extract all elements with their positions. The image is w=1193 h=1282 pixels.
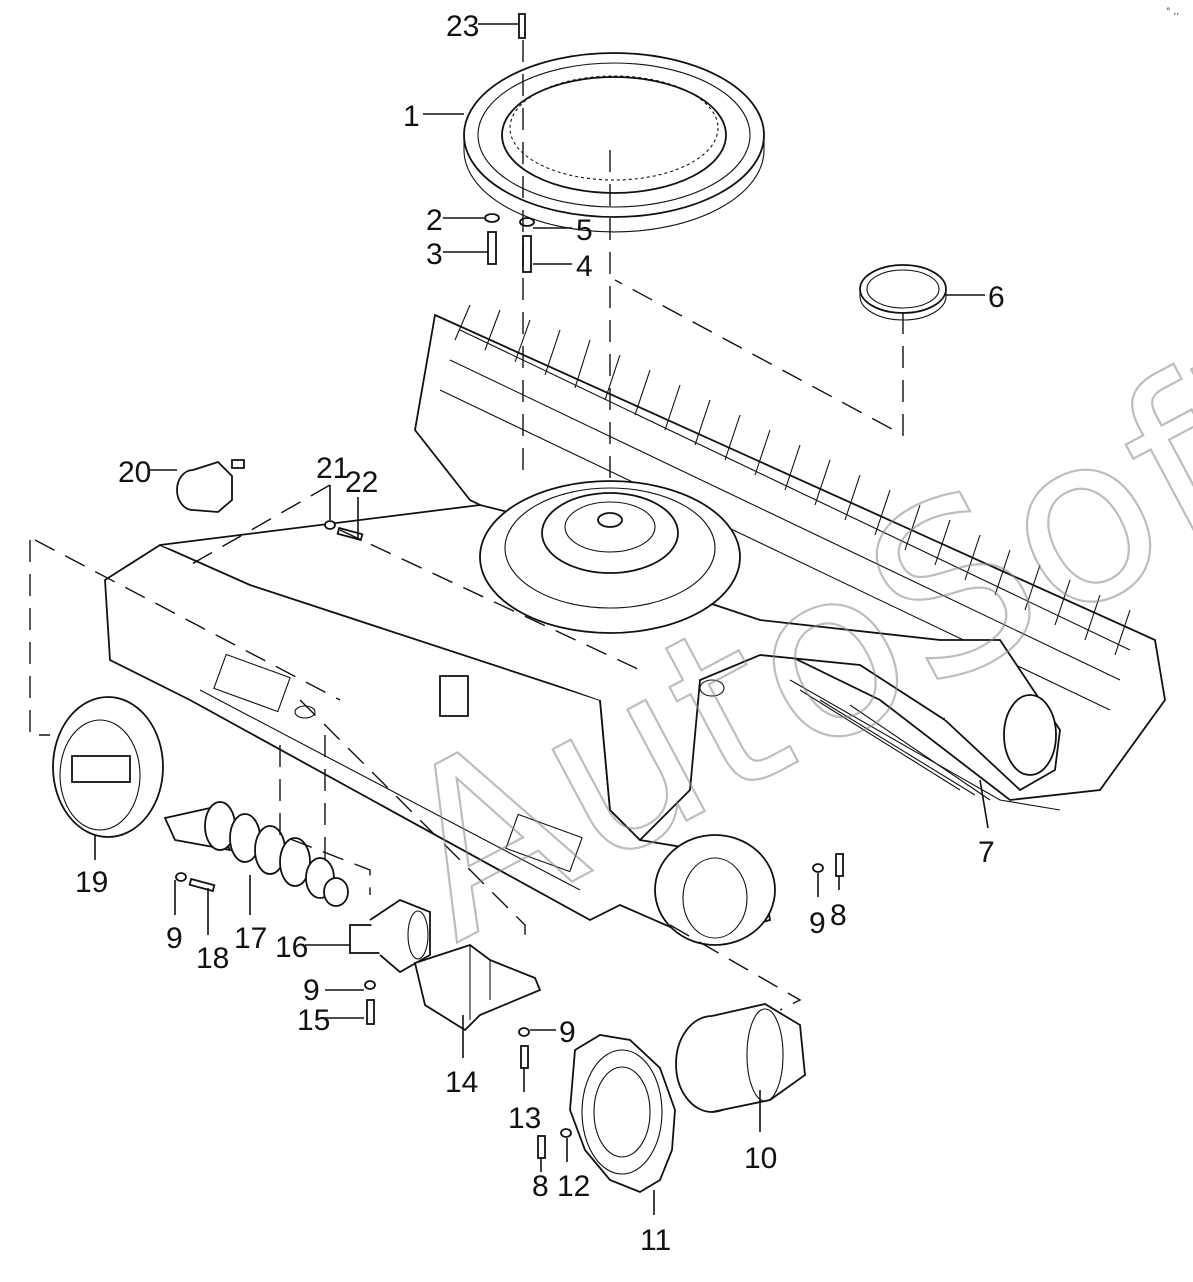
callout-18: 18 [196,942,229,975]
callout-5: 5 [576,214,593,247]
assembly-lines [29,40,904,1011]
callout-13: 13 [508,1102,541,1135]
callout-8-motor: 8 [830,899,847,932]
callout-labels: 23 1 2 3 5 4 6 20 21 22 19 9 18 17 16 9 … [75,10,1005,1257]
callout-9-roller: 9 [303,974,320,1007]
front-idler [52,696,164,838]
callout-10: 10 [744,1142,777,1175]
callout-9-guard: 9 [559,1016,576,1049]
callout-2: 2 [426,204,443,237]
callout-22: 22 [345,466,378,499]
slewing-ring [463,52,765,233]
callout-19: 19 [75,866,108,899]
callout-3: 3 [426,238,443,271]
track-frame [104,480,1061,946]
carrier-roller [176,459,245,513]
callout-9-idler: 9 [166,922,183,955]
travel-motor [675,1003,806,1113]
callout-1: 1 [403,100,420,133]
callout-12: 12 [557,1170,590,1203]
corner-mark: ° ‚‚ [1166,7,1179,17]
sprocket [569,1034,676,1194]
callout-9-motor: 9 [809,907,826,940]
sprocket-bolt [537,1128,572,1159]
callout-15: 15 [297,1004,330,1037]
motor-bolt [812,853,844,877]
seal-ring [859,264,947,321]
callout-14: 14 [445,1066,478,1099]
callout-7: 7 [978,836,995,869]
track-roller [349,898,431,974]
callout-21: 21 [316,452,349,485]
leader-lines [94,23,989,1215]
track-guard [413,943,542,1032]
roller-bolt [364,980,376,1025]
callout-6: 6 [988,281,1005,314]
guard-bolt [518,1027,530,1069]
recoil-spring [163,801,349,907]
callout-11: 11 [640,1224,671,1257]
bolt-left [484,213,500,265]
callout-23: 23 [446,10,479,43]
pin [518,13,526,39]
callout-20: 20 [118,456,151,489]
callout-4: 4 [576,250,593,283]
callout-8-sprocket: 8 [532,1170,549,1203]
bolt-right [519,217,535,273]
callout-16: 16 [275,931,308,964]
callout-17: 17 [234,922,267,955]
